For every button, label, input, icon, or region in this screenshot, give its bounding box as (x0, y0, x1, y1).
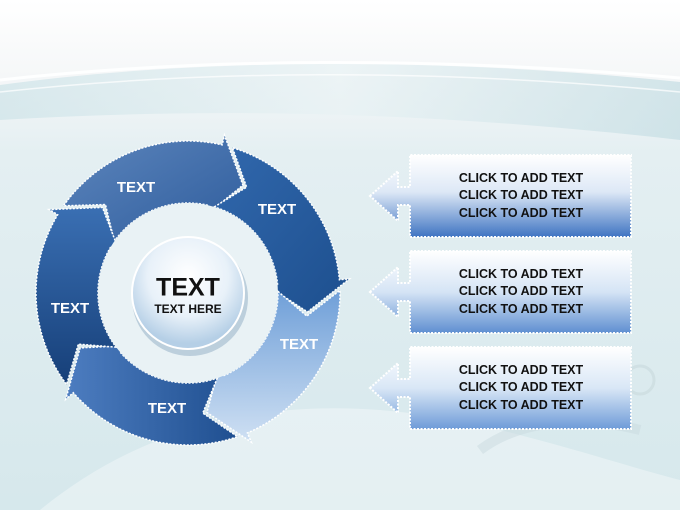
callout-text-block: CLICK TO ADD TEXT CLICK TO ADD TEXT CLIC… (410, 249, 632, 335)
callout-arrow-shape (368, 154, 632, 238)
callout-arrow-shape (368, 250, 632, 334)
center-subtitle: TEXT HERE (154, 302, 221, 316)
callout-line: CLICK TO ADD TEXT (458, 284, 584, 299)
callout-3[interactable]: CLICK TO ADD TEXT CLICK TO ADD TEXT CLIC… (368, 345, 633, 431)
callout-text-block: CLICK TO ADD TEXT CLICK TO ADD TEXT CLIC… (410, 153, 632, 239)
center-title: TEXT (156, 274, 220, 302)
cycle-segment-4 (64, 344, 240, 446)
callout-line: CLICK TO ADD TEXT (458, 205, 584, 220)
callout-line: CLICK TO ADD TEXT (458, 397, 584, 412)
callout-2[interactable]: CLICK TO ADD TEXT CLICK TO ADD TEXT CLIC… (368, 249, 633, 335)
callout-line: CLICK TO ADD TEXT (458, 362, 584, 377)
cycle-segment-1 (62, 132, 244, 244)
segment-label-2: TEXT (258, 201, 296, 218)
callout-text-block: CLICK TO ADD TEXT CLICK TO ADD TEXT CLIC… (410, 345, 632, 431)
center-circle (131, 236, 245, 350)
callout-arrow-shape (368, 346, 632, 430)
segment-label-4: TEXT (148, 400, 186, 417)
callout-line: CLICK TO ADD TEXT (458, 266, 584, 281)
callout-line: CLICK TO ADD TEXT (458, 380, 584, 395)
callout-line: CLICK TO ADD TEXT (458, 188, 584, 203)
segment-label-3: TEXT (280, 336, 318, 353)
callout-line: CLICK TO ADD TEXT (458, 170, 584, 185)
segment-label-5: TEXT (51, 300, 89, 317)
callout-line: CLICK TO ADD TEXT (458, 301, 584, 316)
callout-1[interactable]: CLICK TO ADD TEXT CLICK TO ADD TEXT CLIC… (368, 153, 633, 239)
segment-label-1: TEXT (117, 179, 155, 196)
